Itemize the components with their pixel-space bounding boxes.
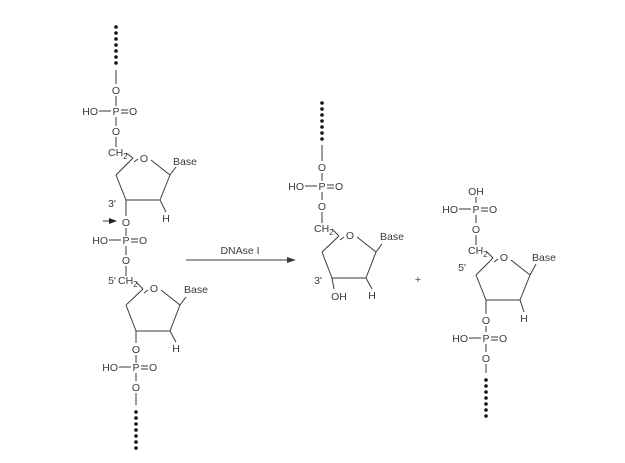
base-label: Base [380, 231, 404, 243]
five-prime-label: 5' [458, 262, 466, 274]
atom-ho: HO [452, 333, 468, 345]
atom-o: O [318, 201, 326, 213]
ch2-group: CH2 [468, 245, 488, 259]
atom-oh: OH [468, 186, 484, 198]
ring-oxygen: O [346, 230, 354, 242]
atom-ho: HO [82, 106, 98, 118]
right-product-bottom-dots [484, 378, 488, 418]
five-prime-label: 5' [108, 275, 116, 287]
atom-h: H [368, 290, 376, 302]
base-label: Base [173, 156, 197, 168]
atom-o: O [129, 106, 137, 118]
atom-o: O [112, 126, 120, 138]
ch2-group: CH2 [118, 275, 138, 289]
atom-h: H [162, 213, 170, 225]
atom-o: O [335, 181, 343, 193]
atom-p: P [122, 235, 129, 247]
atom-h: H [172, 343, 180, 355]
ch2-group: CH2 [108, 147, 128, 161]
atom-o: O [132, 382, 140, 394]
left-strand-labels: O HO P O O CH2 O Base 3' H O HO P O O 5'… [82, 85, 208, 394]
left-strand-top-dots [114, 25, 118, 65]
ring-oxygen: O [150, 283, 158, 295]
three-prime-label: 3' [108, 198, 116, 210]
enzyme-label: DNAse I [220, 245, 259, 257]
atom-o: O [499, 333, 507, 345]
atom-o: O [482, 353, 490, 365]
atom-o: O [318, 162, 326, 174]
atom-oh: OH [331, 291, 347, 303]
atom-p: P [318, 181, 325, 193]
atom-p: P [472, 204, 479, 216]
atom-o: O [472, 224, 480, 236]
atom-p: P [482, 333, 489, 345]
atom-p: P [132, 362, 139, 374]
atom-ho: HO [288, 181, 304, 193]
base-label: Base [184, 284, 208, 296]
base-label: Base [532, 252, 556, 264]
atom-p: P [112, 106, 119, 118]
atom-o: O [149, 362, 157, 374]
atom-h: H [520, 313, 528, 325]
ch2-group: CH2 [314, 223, 334, 237]
middle-product-top-dots [320, 101, 324, 141]
atom-o: O [122, 217, 130, 229]
plus-sign: + [415, 274, 421, 286]
left-strand-bottom-dots [134, 410, 138, 450]
three-prime-label: 3' [314, 275, 322, 287]
atom-o: O [112, 85, 120, 97]
atom-ho: HO [442, 204, 458, 216]
atom-ho: HO [92, 235, 108, 247]
bonds [99, 70, 537, 405]
ring-oxygen: O [140, 153, 148, 165]
atom-o: O [139, 235, 147, 247]
cleavage-site-marker [103, 218, 117, 224]
reaction-arrow [186, 257, 296, 263]
atom-o: O [482, 315, 490, 327]
middle-product-labels: O HO P O O CH2 O Base 3' OH H [288, 162, 404, 303]
right-product-labels: OH HO P O O CH2 O Base 5' H O HO P O O [442, 186, 556, 365]
atom-o: O [489, 204, 497, 216]
atom-ho: HO [102, 362, 118, 374]
atom-o: O [132, 344, 140, 356]
ring-oxygen: O [500, 252, 508, 264]
atom-o: O [122, 255, 130, 267]
